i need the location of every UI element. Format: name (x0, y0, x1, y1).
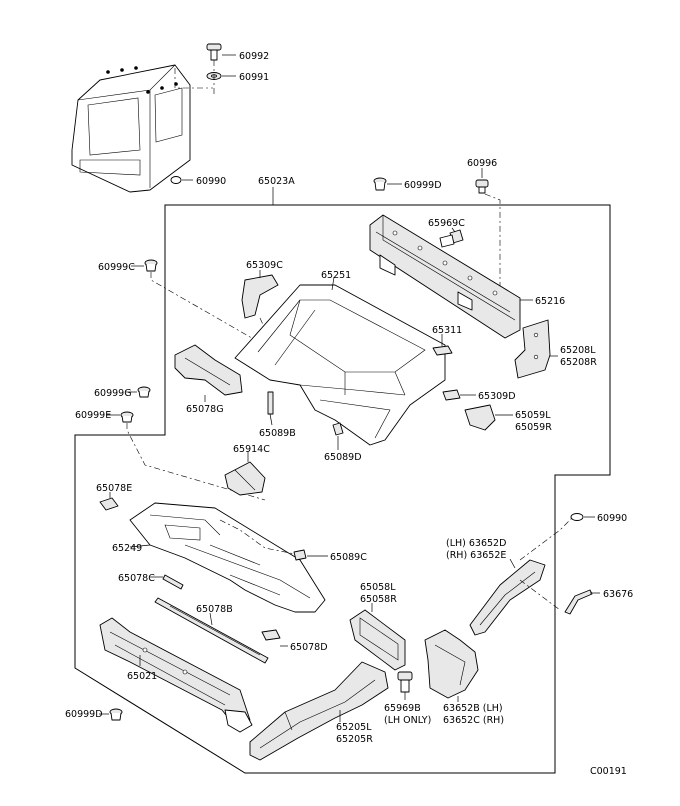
bracket-65208 (514, 319, 558, 379)
bracket-65309D (442, 389, 476, 401)
label-65205L: 65205L (336, 722, 372, 733)
label-60996: 60996 (467, 158, 497, 169)
side-member-65205 (249, 661, 389, 761)
crossmember-65216 (369, 214, 533, 339)
figure-code: C00191 (590, 766, 627, 777)
label-65058L: 65058L (360, 582, 396, 593)
panel-65058 (349, 603, 406, 671)
label-65089C: 65089C (330, 552, 367, 563)
cab-illustration (71, 64, 213, 193)
bolt-65969B (397, 671, 413, 700)
patch-65078D (261, 629, 288, 647)
wheelhouse-63652D (469, 517, 573, 636)
bracket-65914C (224, 452, 266, 496)
label-65914C: 65914C (233, 444, 270, 455)
plug-60999C (131, 259, 291, 361)
label-63652D: (LH) 63652D (446, 538, 506, 549)
plug-60999D-top (373, 177, 402, 191)
label-65208R: 65208R (560, 357, 597, 368)
rear-floor-65251 (234, 276, 446, 446)
label-60999G: 60999G (94, 388, 132, 399)
label-60999D-top: 60999D (404, 180, 442, 191)
crossmember-65021 (99, 617, 253, 733)
label-60990-right: 60990 (597, 513, 627, 524)
washer-60991 (206, 60, 236, 96)
label-63652B: 63652B (LH) (443, 703, 503, 714)
strip-65078B (154, 597, 269, 664)
label-65969C: 65969C (428, 218, 465, 229)
label-65078C: 65078C (118, 573, 155, 584)
label-63652C: 63652C (RH) (443, 715, 504, 726)
label-65309C: 65309C (246, 260, 283, 271)
grommet-60990-right (570, 513, 595, 521)
bracket-65059 (464, 404, 513, 431)
label-65078G: 65078G (186, 404, 224, 415)
label-65969B: 65969B (384, 703, 421, 714)
label-60991: 60991 (239, 72, 269, 83)
patch-65089C (293, 549, 328, 561)
label-60999C: 60999C (98, 262, 135, 273)
bolt-65969C (439, 227, 464, 248)
label-65021: 65021 (127, 671, 157, 682)
patch-65311 (432, 334, 453, 356)
label-65251: 65251 (321, 270, 351, 281)
assembly-frame (74, 204, 611, 774)
bracket-65309C (241, 270, 279, 341)
label-65078B: 65078B (196, 604, 233, 615)
strip-65078C (150, 574, 184, 590)
patch-65089D (332, 422, 344, 450)
stud-65089B (267, 391, 274, 426)
grommet-60990-top (170, 176, 193, 184)
label-65059R: 65059R (515, 422, 552, 433)
plug-60999G (126, 386, 151, 398)
label-60992: 60992 (239, 51, 269, 62)
label-63676: 63676 (603, 589, 633, 600)
plug-60999D-bottom (99, 708, 123, 721)
label-65311: 65311 (432, 325, 462, 336)
label-65309D: 65309D (478, 391, 516, 402)
label-65208L: 65208L (560, 345, 596, 356)
label-65249: 65249 (112, 543, 142, 554)
bracket-65078E (99, 492, 119, 511)
label-65078D: 65078D (290, 642, 328, 653)
front-floor-65249 (129, 502, 326, 613)
seal-63676 (564, 589, 600, 615)
bracket-63652B (424, 629, 479, 702)
label-60990-top: 60990 (196, 176, 226, 187)
label-65205R: 65205R (336, 734, 373, 745)
bracket-65078G (174, 344, 243, 402)
label-63652E: (RH) 63652E (446, 550, 506, 561)
label-65089D: 65089D (324, 452, 362, 463)
label-65059L: 65059L (515, 410, 551, 421)
plug-60999E (106, 411, 266, 501)
label-65058R: 65058R (360, 594, 397, 605)
label-65969B-note: (LH ONLY) (384, 715, 431, 726)
label-65216: 65216 (535, 296, 565, 307)
bolt-60992 (206, 43, 236, 61)
label-60999E: 60999E (75, 410, 111, 421)
label-60999D-bottom: 60999D (65, 709, 103, 720)
label-65089B: 65089B (259, 428, 296, 439)
label-65023A: 65023A (258, 176, 295, 187)
label-65078E: 65078E (96, 483, 132, 494)
